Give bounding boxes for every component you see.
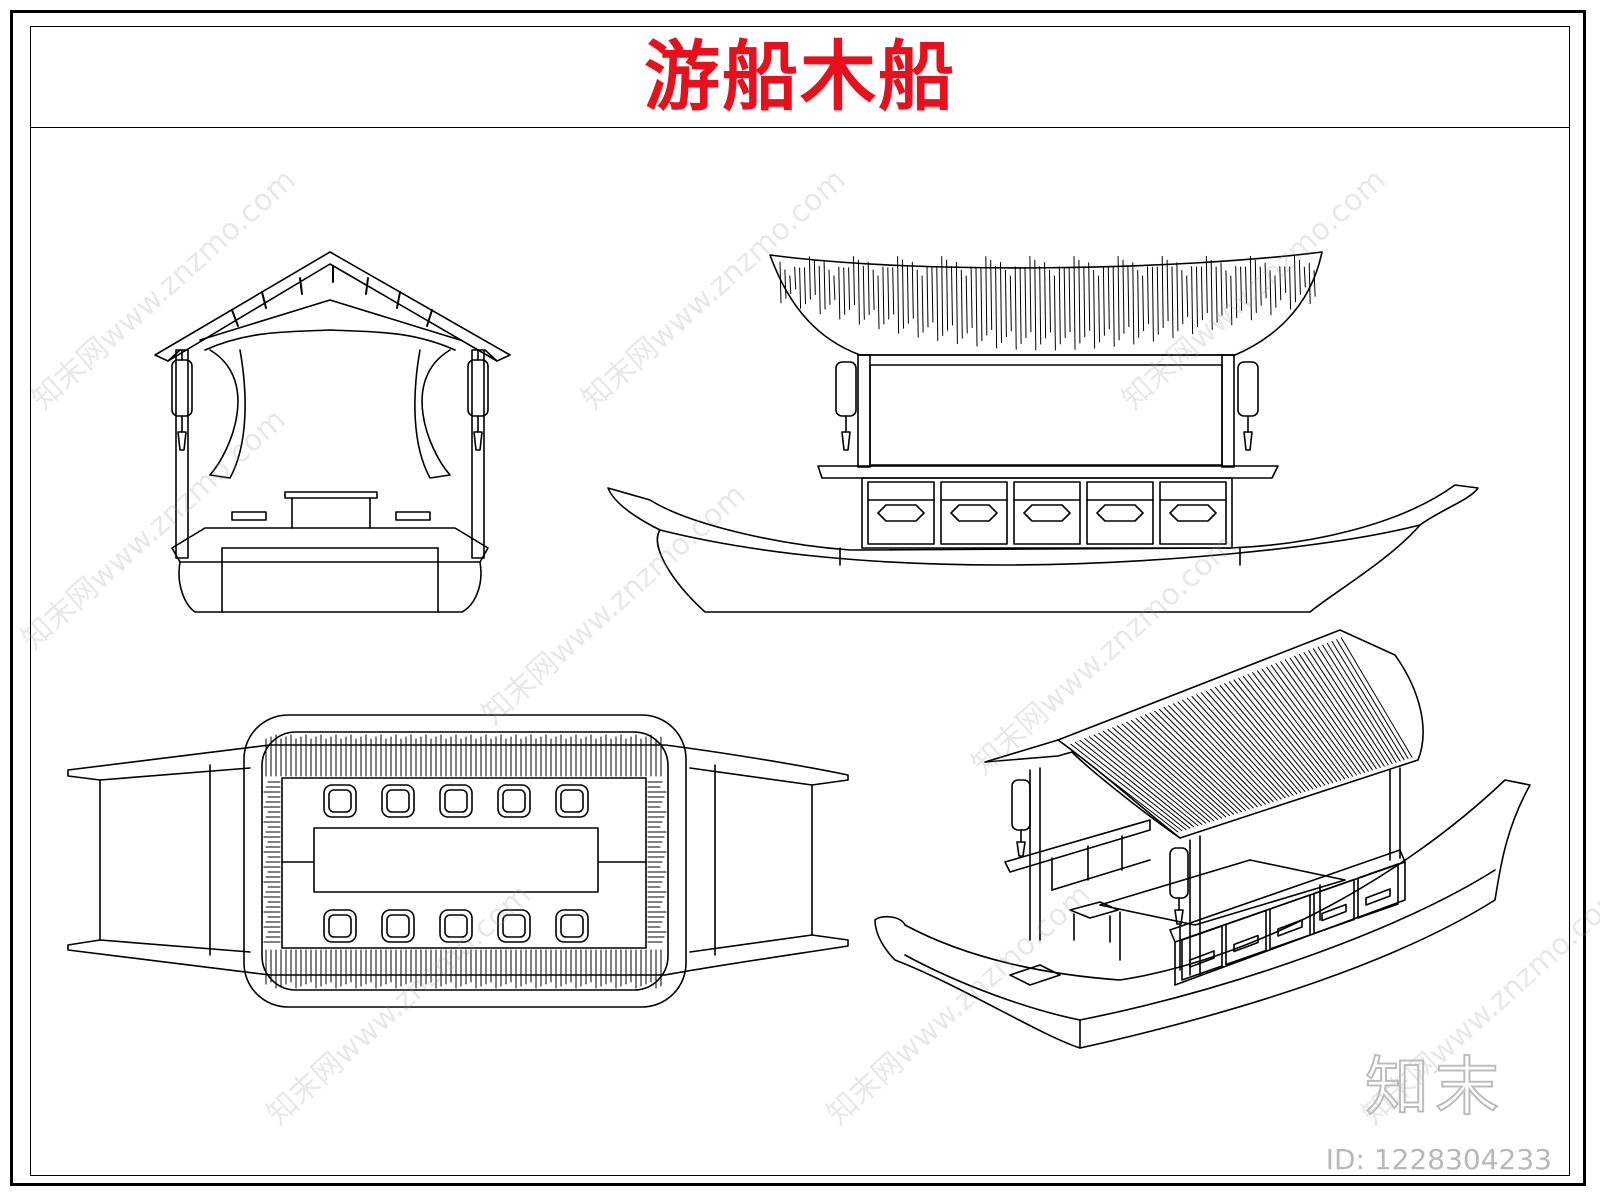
drawing-title: 游船木船 (644, 31, 956, 121)
title-bar: 游船木船 (30, 26, 1570, 128)
side-railing (861, 477, 1233, 549)
side-lantern-right (1237, 361, 1259, 451)
front-view (154, 251, 511, 613)
perspective-hull (874, 779, 1531, 1049)
plan-table (313, 827, 599, 893)
plan-view (67, 714, 849, 1008)
drawing-id: ID: 1228304233 (1325, 1143, 1552, 1176)
side-roof-thatch (779, 255, 1316, 351)
side-hull (607, 484, 1479, 613)
plan-chairs (323, 784, 589, 943)
perspective-roof (984, 629, 1424, 839)
side-thatched-roof (769, 251, 1323, 356)
front-post-left (175, 349, 189, 559)
brand-logo: 知末 (1364, 1050, 1505, 1126)
curtain-left (209, 349, 246, 479)
perspective-table (1099, 859, 1346, 926)
lantern-right (467, 349, 489, 451)
side-lantern-left (835, 361, 857, 451)
side-cabin-panel (869, 364, 1223, 466)
plan-roof (243, 714, 687, 1008)
plan-hull (67, 744, 849, 976)
front-post-right (471, 349, 485, 559)
front-gunwale (171, 527, 489, 563)
side-railing-panels (867, 481, 1227, 545)
perspective-lantern-mid (1169, 847, 1189, 925)
perspective-view (874, 629, 1531, 1049)
curtain-right (414, 349, 451, 479)
front-table (284, 491, 378, 499)
lantern-left (171, 349, 193, 451)
plan-roof-thatch (263, 734, 667, 989)
drawing-frame (30, 26, 1570, 1176)
side-rail (817, 465, 1279, 479)
side-view (607, 251, 1479, 613)
perspective-lantern-left (1011, 779, 1031, 857)
perspective-roof-thatch (1065, 637, 1413, 833)
front-hull (178, 561, 482, 613)
drawing-sheet-border (10, 10, 1586, 1186)
